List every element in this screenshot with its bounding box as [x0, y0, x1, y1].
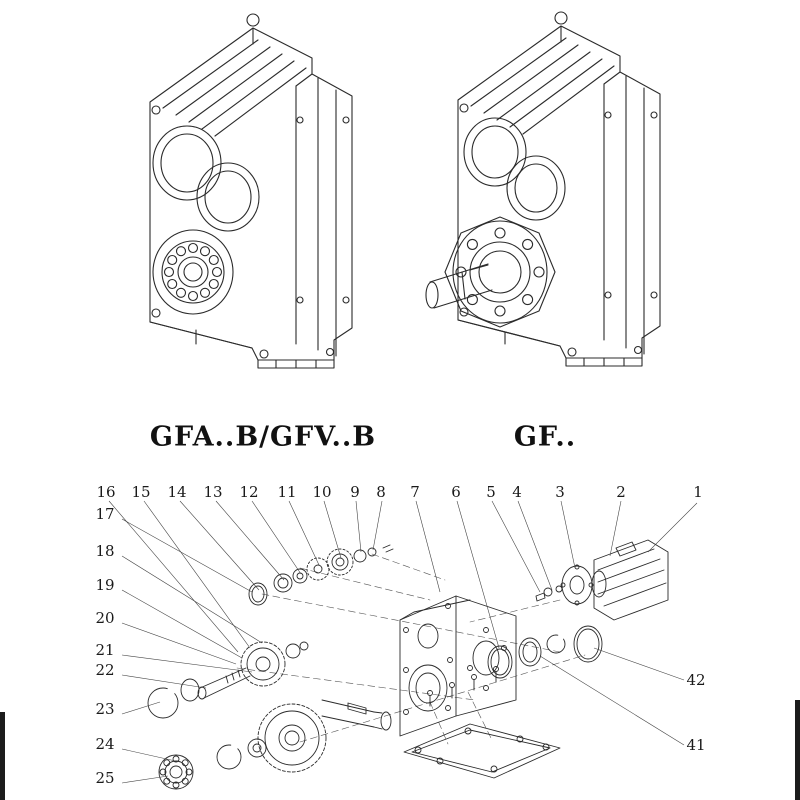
- scan-edge-artifact: [795, 700, 800, 800]
- part-number-callout: 21: [95, 641, 115, 659]
- gear-unit-shaft-mounted-drawing: [149, 13, 353, 369]
- part-number-callout: 11: [277, 483, 297, 501]
- part-number-callout: 6: [451, 483, 461, 501]
- part-number-callout: 16: [96, 483, 116, 501]
- part-number-callout: 19: [95, 576, 115, 594]
- part-number-callout: 5: [486, 483, 496, 501]
- part-number-callout: 2: [616, 483, 626, 501]
- housing-cover-plate: [403, 666, 561, 779]
- part-number-callout: 4: [512, 483, 522, 501]
- part-number-callout: 13: [203, 483, 223, 501]
- part-number-callout: 22: [95, 661, 115, 679]
- part-number-callout: 10: [312, 483, 332, 501]
- part-number-callout: 8: [376, 483, 386, 501]
- part-number-callout: 1: [693, 483, 703, 501]
- scan-edge-artifact: [0, 712, 5, 800]
- output-shaft: [425, 263, 493, 309]
- part-number-callout: 23: [95, 700, 115, 718]
- motor-adapter-and-motor: [535, 539, 669, 621]
- part-number-callout: 9: [350, 483, 360, 501]
- model-label-left: GFA..B/GFV..B: [149, 421, 377, 453]
- part-number-callout: 14: [167, 483, 187, 501]
- part-number-callout: 15: [131, 483, 151, 501]
- output-gear-parts: [158, 699, 392, 790]
- vent-plug: [246, 13, 260, 27]
- seal-and-ring-parts: [487, 625, 603, 679]
- part-number-callout: 3: [555, 483, 565, 501]
- part-number-callout: 20: [95, 609, 115, 627]
- model-label-right: GF..: [513, 421, 577, 453]
- hollow-shaft-bearing: [152, 229, 234, 315]
- part-number-callout: 12: [239, 483, 259, 501]
- vent-plug: [554, 11, 568, 25]
- part-number-callout: 17: [95, 505, 115, 523]
- part-number-callout: 7: [410, 483, 420, 501]
- part-number-callout: 41: [686, 736, 706, 754]
- intermediate-gear-parts: [147, 641, 309, 719]
- exploded-view: [147, 539, 669, 790]
- part-number-callout: 42: [686, 671, 706, 689]
- input-shaft-parts: [248, 544, 394, 606]
- gear-unit-flange-drawing: [425, 11, 661, 367]
- output-flange: [444, 216, 556, 328]
- leader-lines: [108, 500, 698, 784]
- part-number-callout: 18: [95, 542, 115, 560]
- assembly-axis-lines: [236, 553, 586, 745]
- input-bores: [152, 125, 260, 232]
- part-number-callout: 24: [95, 735, 115, 753]
- gear-housing: [399, 595, 517, 737]
- part-number-callout: 25: [95, 769, 115, 787]
